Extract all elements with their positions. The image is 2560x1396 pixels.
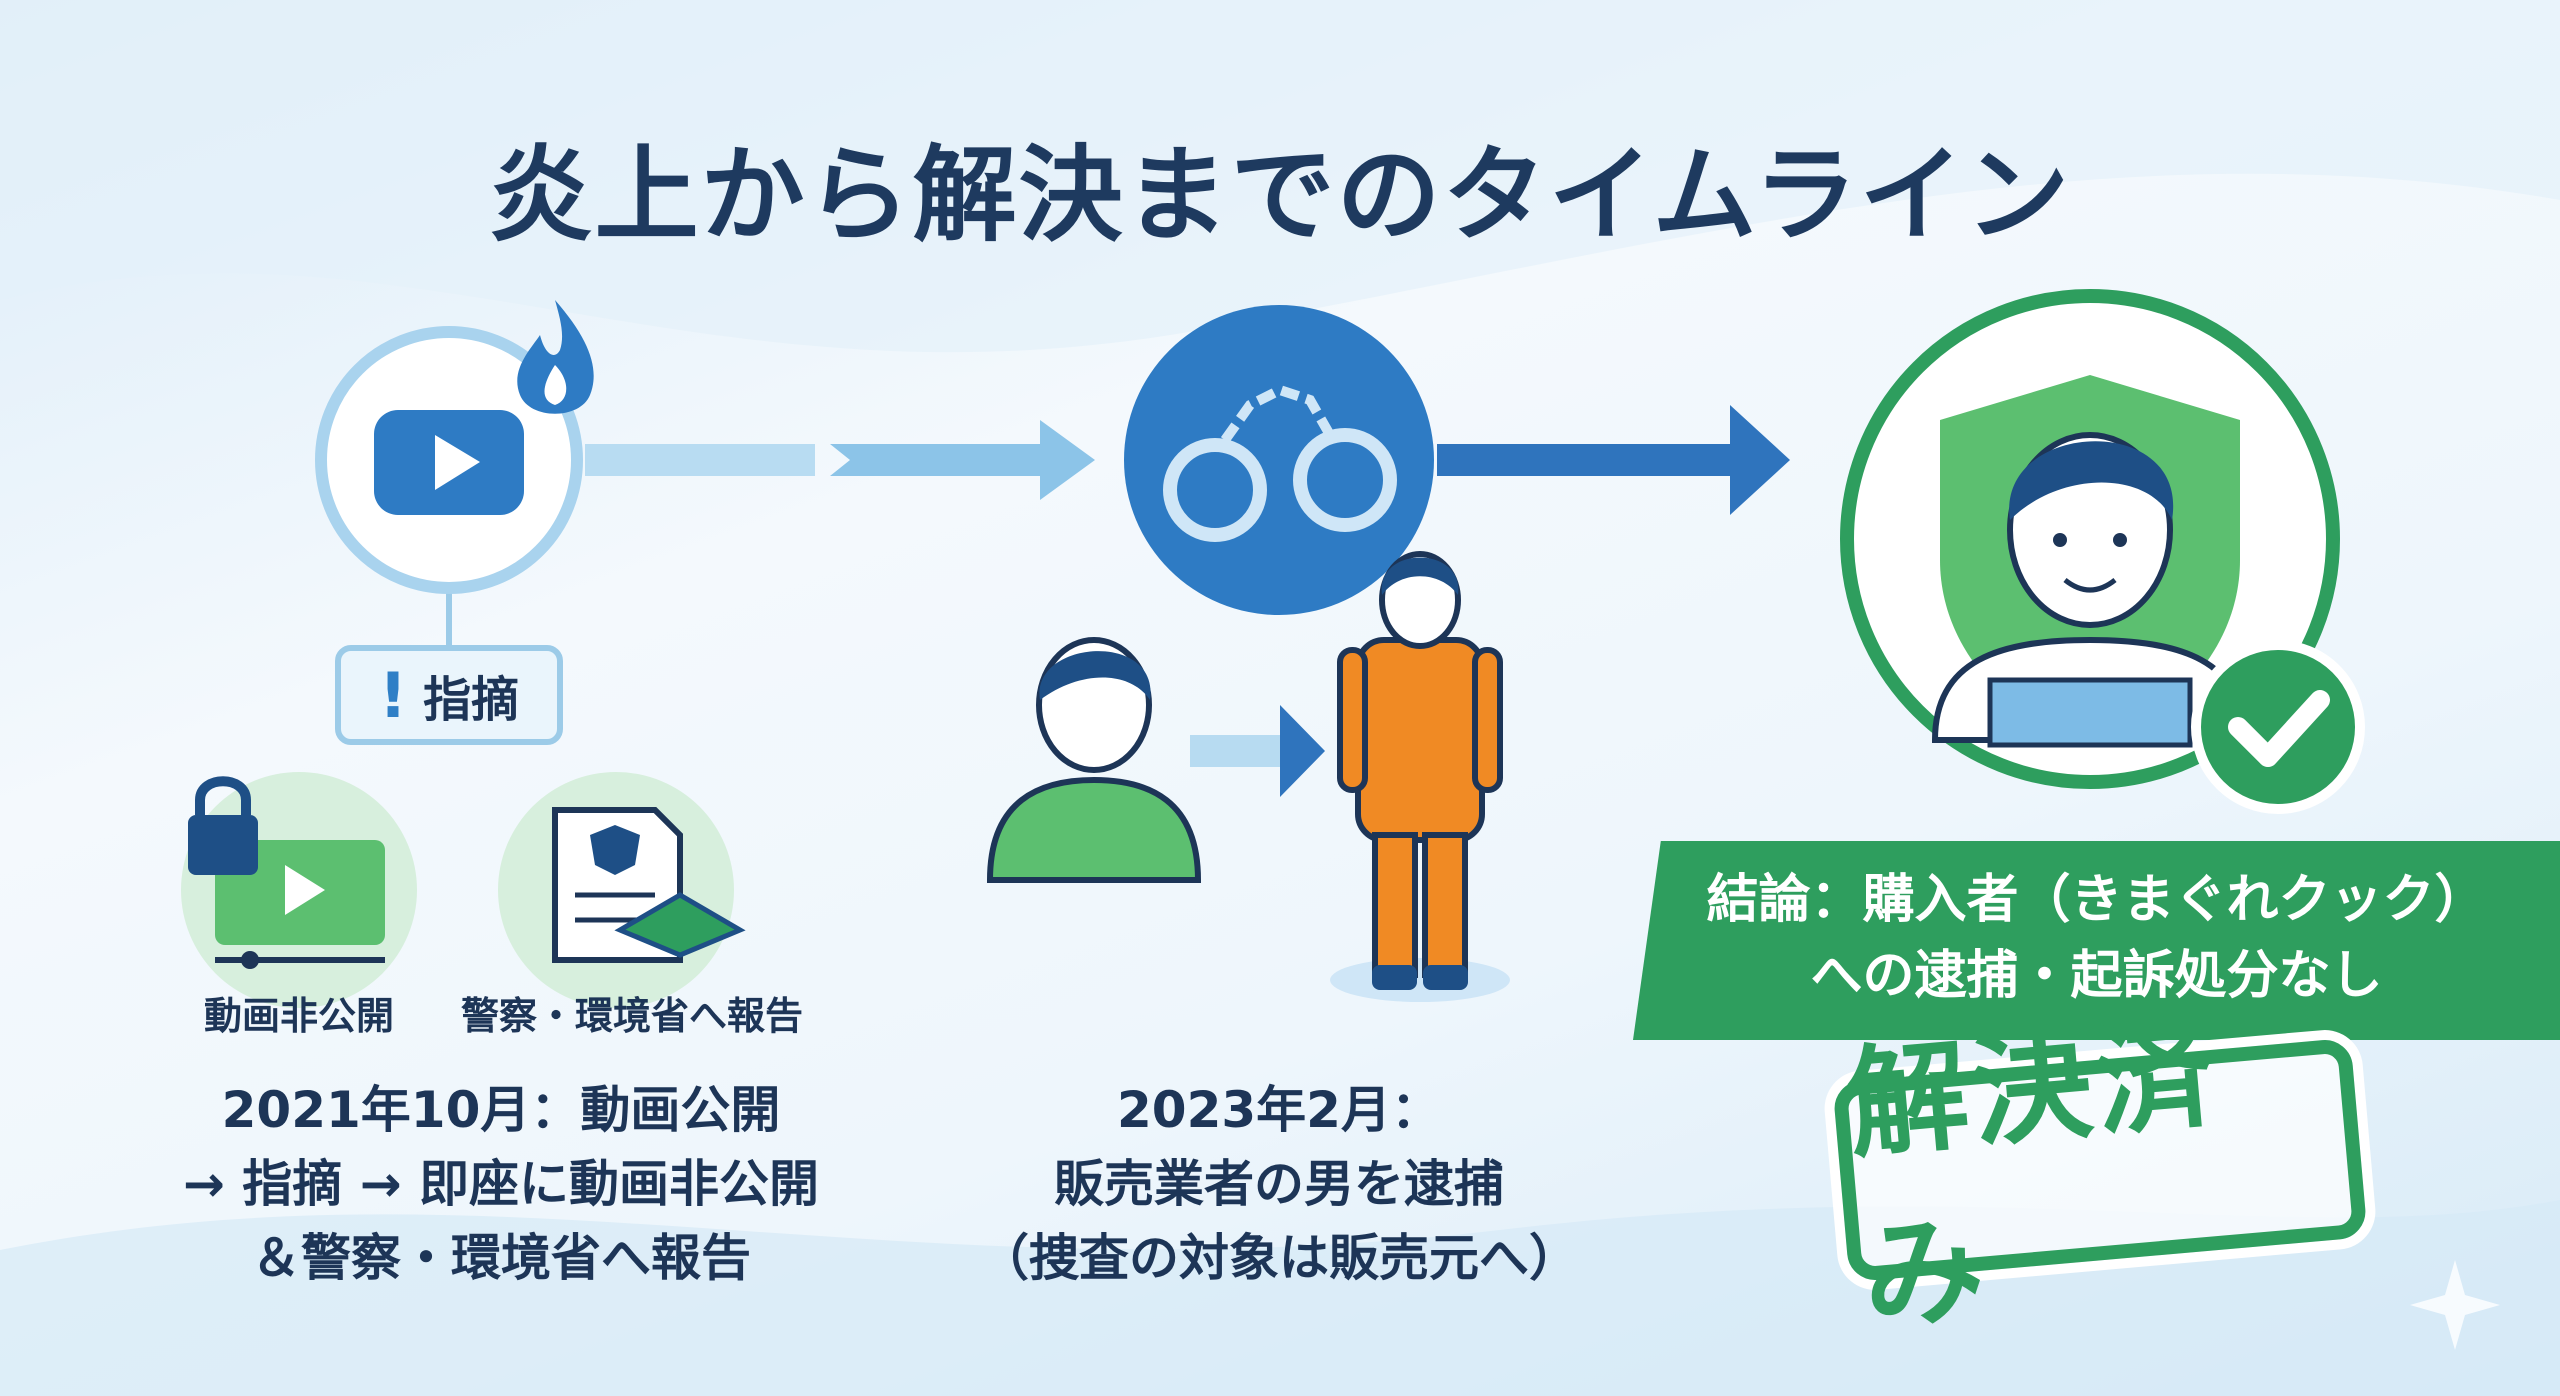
step2-line: 販売業者の男を逮捕	[1054, 1155, 1504, 1213]
step1-line: → 指摘 → 即座に動画非公開	[182, 1155, 819, 1213]
arrested-seller-icon	[1330, 551, 1510, 1002]
video-platform-icon	[315, 326, 583, 594]
conclusion-text: 結論：購入者（きまぐれクック） への逮捕・起訴処分なし	[1633, 862, 2560, 1014]
action-report-label: 警察・環境省へ報告	[460, 994, 803, 1038]
step1-line: ＆警察・環境省へ報告	[251, 1229, 751, 1287]
resolved-person-icon	[1840, 289, 2340, 789]
handcuffs-icon	[1124, 305, 1434, 615]
resolved-stamp: 解決済み	[1832, 1005, 2368, 1349]
sparkle-icon	[2410, 1260, 2500, 1350]
pointed-out-bubble: ! 指摘	[335, 645, 563, 745]
action-private-label: 動画非公開	[203, 994, 394, 1038]
conclusion-banner	[1633, 841, 2560, 1040]
police-report-icon	[498, 772, 746, 1008]
flame-icon	[517, 300, 594, 414]
step1-description: 2021年10月：動画公開 → 指摘 → 即座に動画非公開 ＆警察・環境省へ報告	[161, 1073, 841, 1295]
exclamation-icon: !	[378, 658, 408, 732]
step2-line: （捜査の対象は販売元へ）	[979, 1229, 1579, 1287]
private-video-icon	[181, 772, 417, 1008]
check-icon	[2191, 640, 2365, 814]
lock-icon	[188, 776, 258, 875]
buyer-person-icon	[986, 637, 1202, 883]
arrow-right-icon	[1190, 705, 1325, 797]
step1-line: 2021年10月：動画公開	[221, 1081, 781, 1139]
page-title: 炎上から解決までのタイムライン	[488, 134, 2072, 256]
stamp-text: 解決済み	[1842, 1004, 2225, 1349]
conclusion-line: 結論：購入者（きまぐれクック）	[1706, 870, 2487, 930]
bubble-label: 指摘	[423, 672, 520, 728]
step2-description: 2023年2月： 販売業者の男を逮捕 （捜査の対象は販売元へ）	[939, 1073, 1619, 1295]
arrow-right-icon	[585, 420, 1095, 500]
arrow-right-icon	[1437, 405, 1790, 515]
conclusion-line: への逮捕・起訴処分なし	[1810, 946, 2383, 1006]
step2-line: 2023年2月：	[1117, 1081, 1441, 1139]
